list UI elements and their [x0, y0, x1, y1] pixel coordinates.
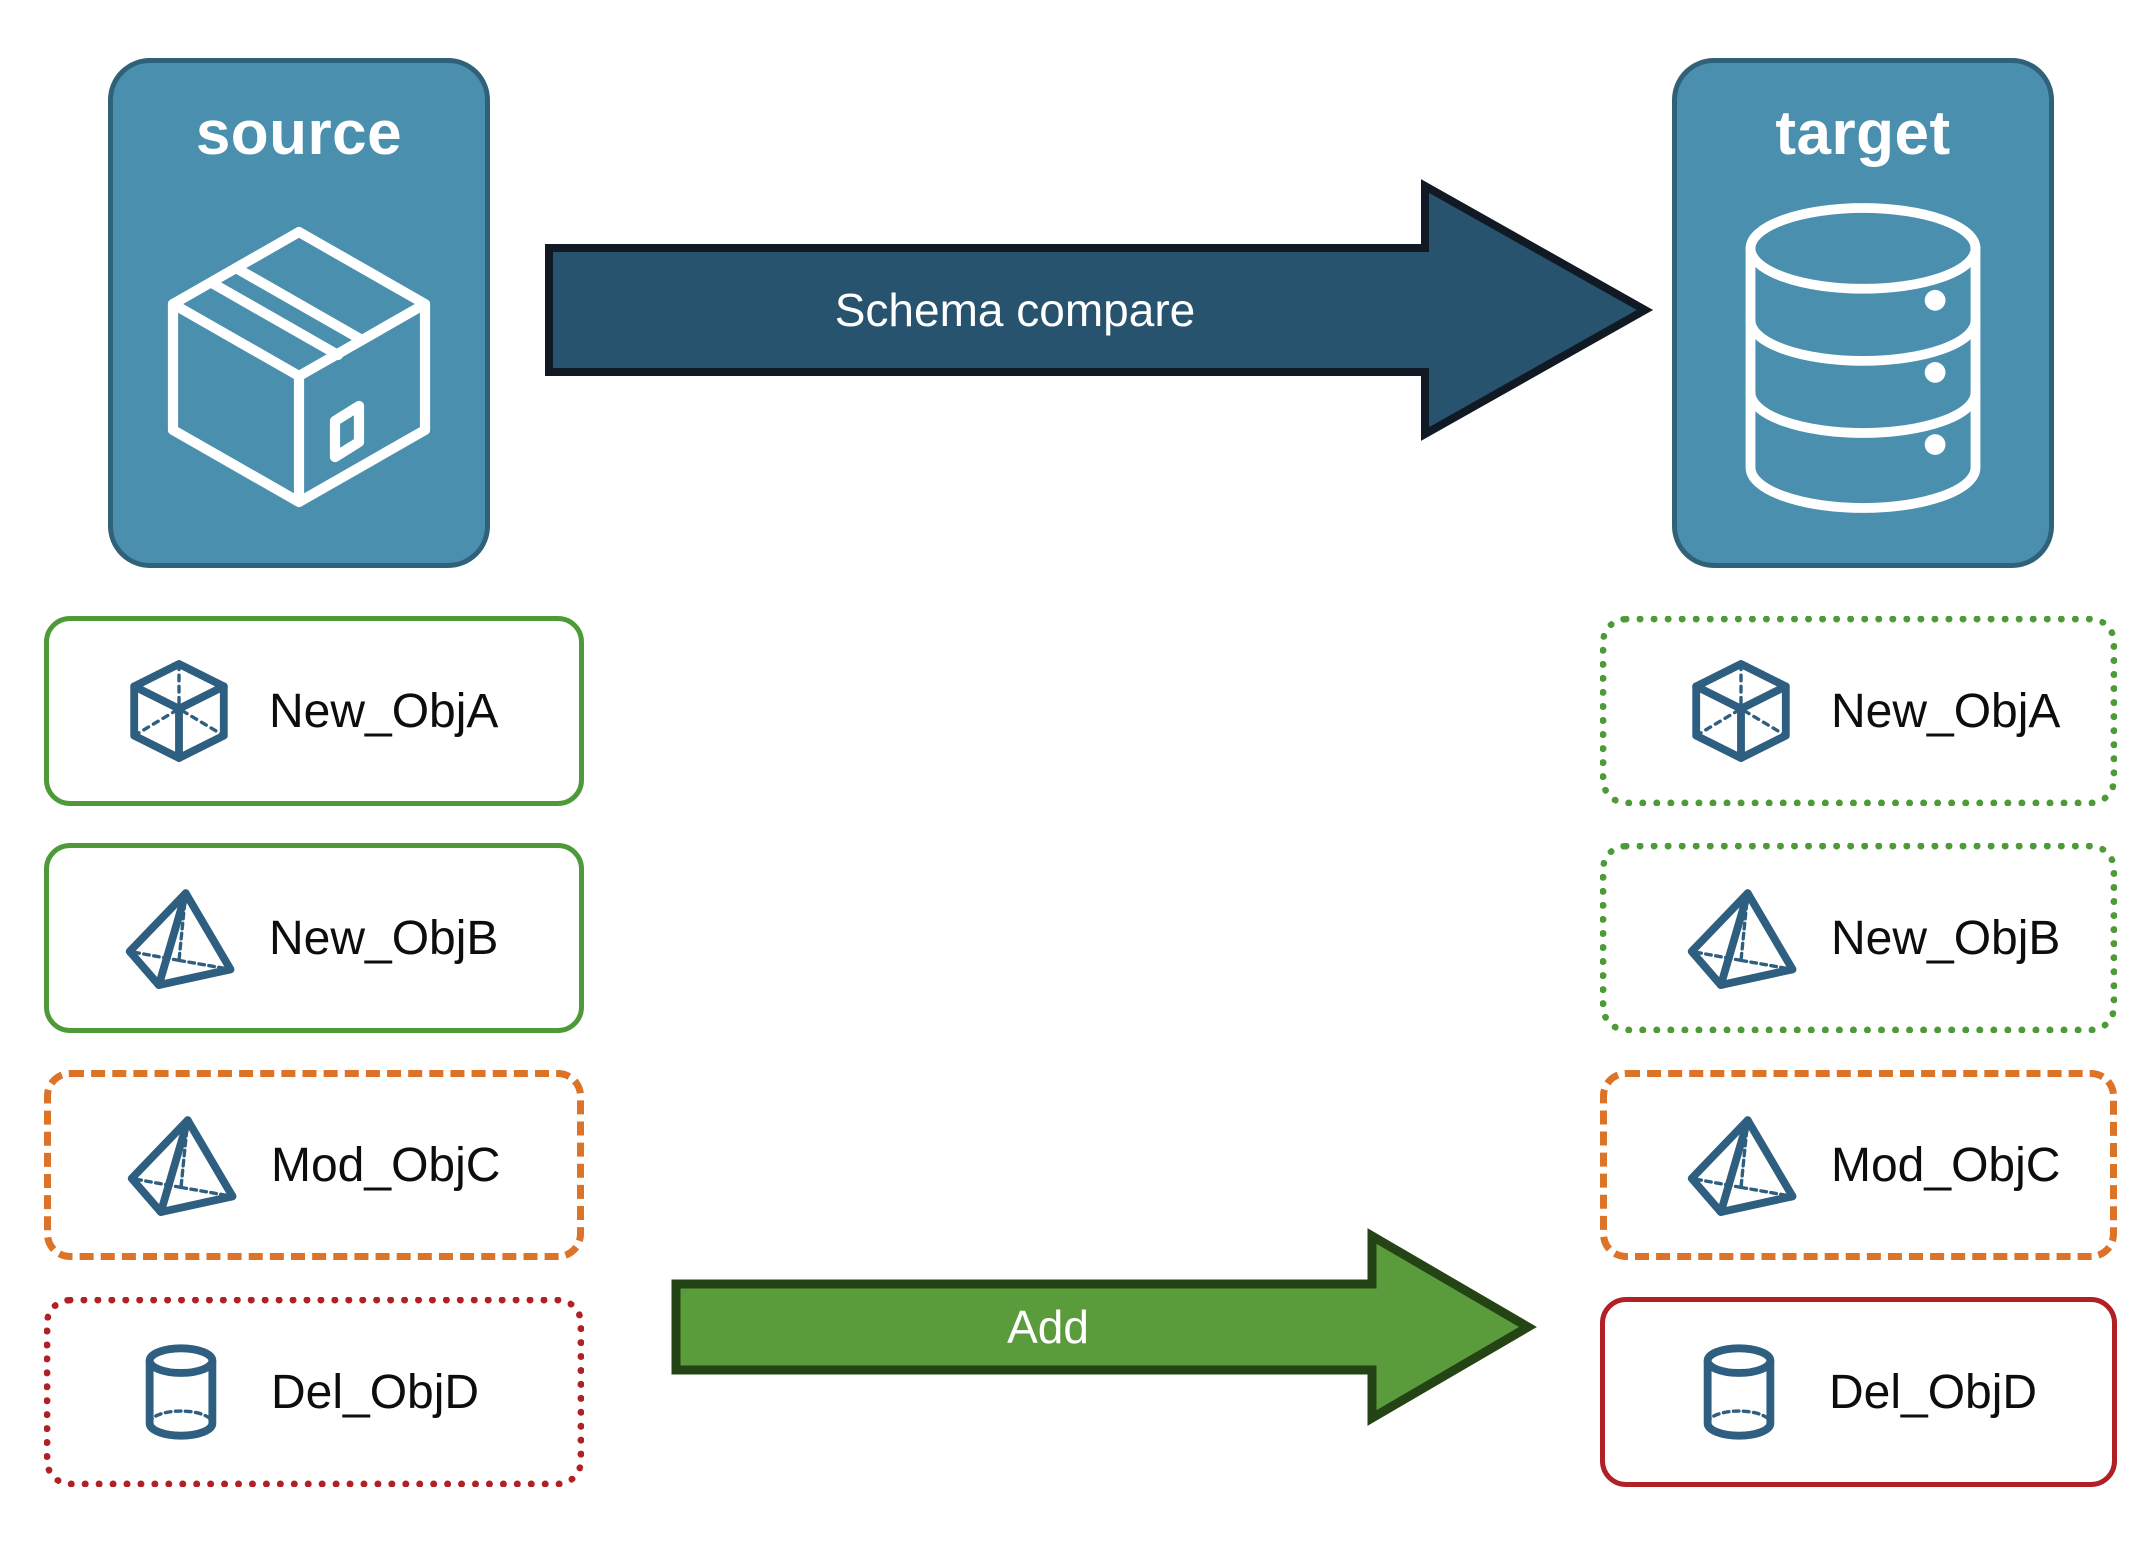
wireframe-cylinder-icon [125, 1336, 237, 1448]
target-object-label: Mod_ObjC [1831, 1138, 2061, 1192]
source-object-card[interactable]: New_ObjA [44, 616, 584, 806]
database-cylinder-icon [1698, 193, 2028, 523]
wireframe-pyramid-icon [1685, 882, 1797, 994]
source-object-card[interactable]: Del_ObjD [44, 1297, 584, 1487]
source-object-label: Mod_ObjC [271, 1138, 501, 1192]
wireframe-cube-icon [1685, 655, 1797, 767]
source-object-card[interactable]: New_ObjB [44, 843, 584, 1033]
target-title: target [1775, 99, 1951, 168]
wireframe-pyramid-icon [1685, 1109, 1797, 1221]
object-row: Del_ObjD Delete Del_ObjD [0, 1297, 2150, 1487]
wireframe-pyramid-icon [123, 882, 235, 994]
target-object-card[interactable]: New_ObjA [1600, 616, 2117, 806]
target-object-card[interactable]: Del_ObjD [1600, 1297, 2117, 1487]
target-object-label: Del_ObjD [1829, 1365, 2038, 1419]
wireframe-cylinder-icon [1683, 1336, 1795, 1448]
wireframe-cube-icon [123, 655, 235, 767]
source-object-label: New_ObjA [269, 684, 499, 738]
object-row: Mod_ObjC Update [0, 1070, 2150, 1260]
source-endpoint-card: source [108, 58, 490, 568]
object-row: New_ObjB Add [0, 843, 2150, 1033]
object-row: New_ObjA Add [0, 616, 2150, 1426]
schema-compare-arrow: Schema compare [545, 179, 1654, 441]
target-endpoint-card: target [1672, 58, 2054, 568]
source-object-card[interactable]: Mod_ObjC [44, 1070, 584, 1260]
source-object-label: New_ObjB [269, 911, 499, 965]
target-object-label: New_ObjA [1831, 684, 2061, 738]
source-title: source [195, 99, 403, 168]
package-box-icon [134, 193, 464, 523]
target-object-card[interactable]: Mod_ObjC [1600, 1070, 2117, 1260]
wireframe-pyramid-icon [125, 1109, 237, 1221]
target-object-label: New_ObjB [1831, 911, 2061, 965]
target-object-card[interactable]: New_ObjB [1600, 843, 2117, 1033]
source-object-label: Del_ObjD [271, 1365, 480, 1419]
